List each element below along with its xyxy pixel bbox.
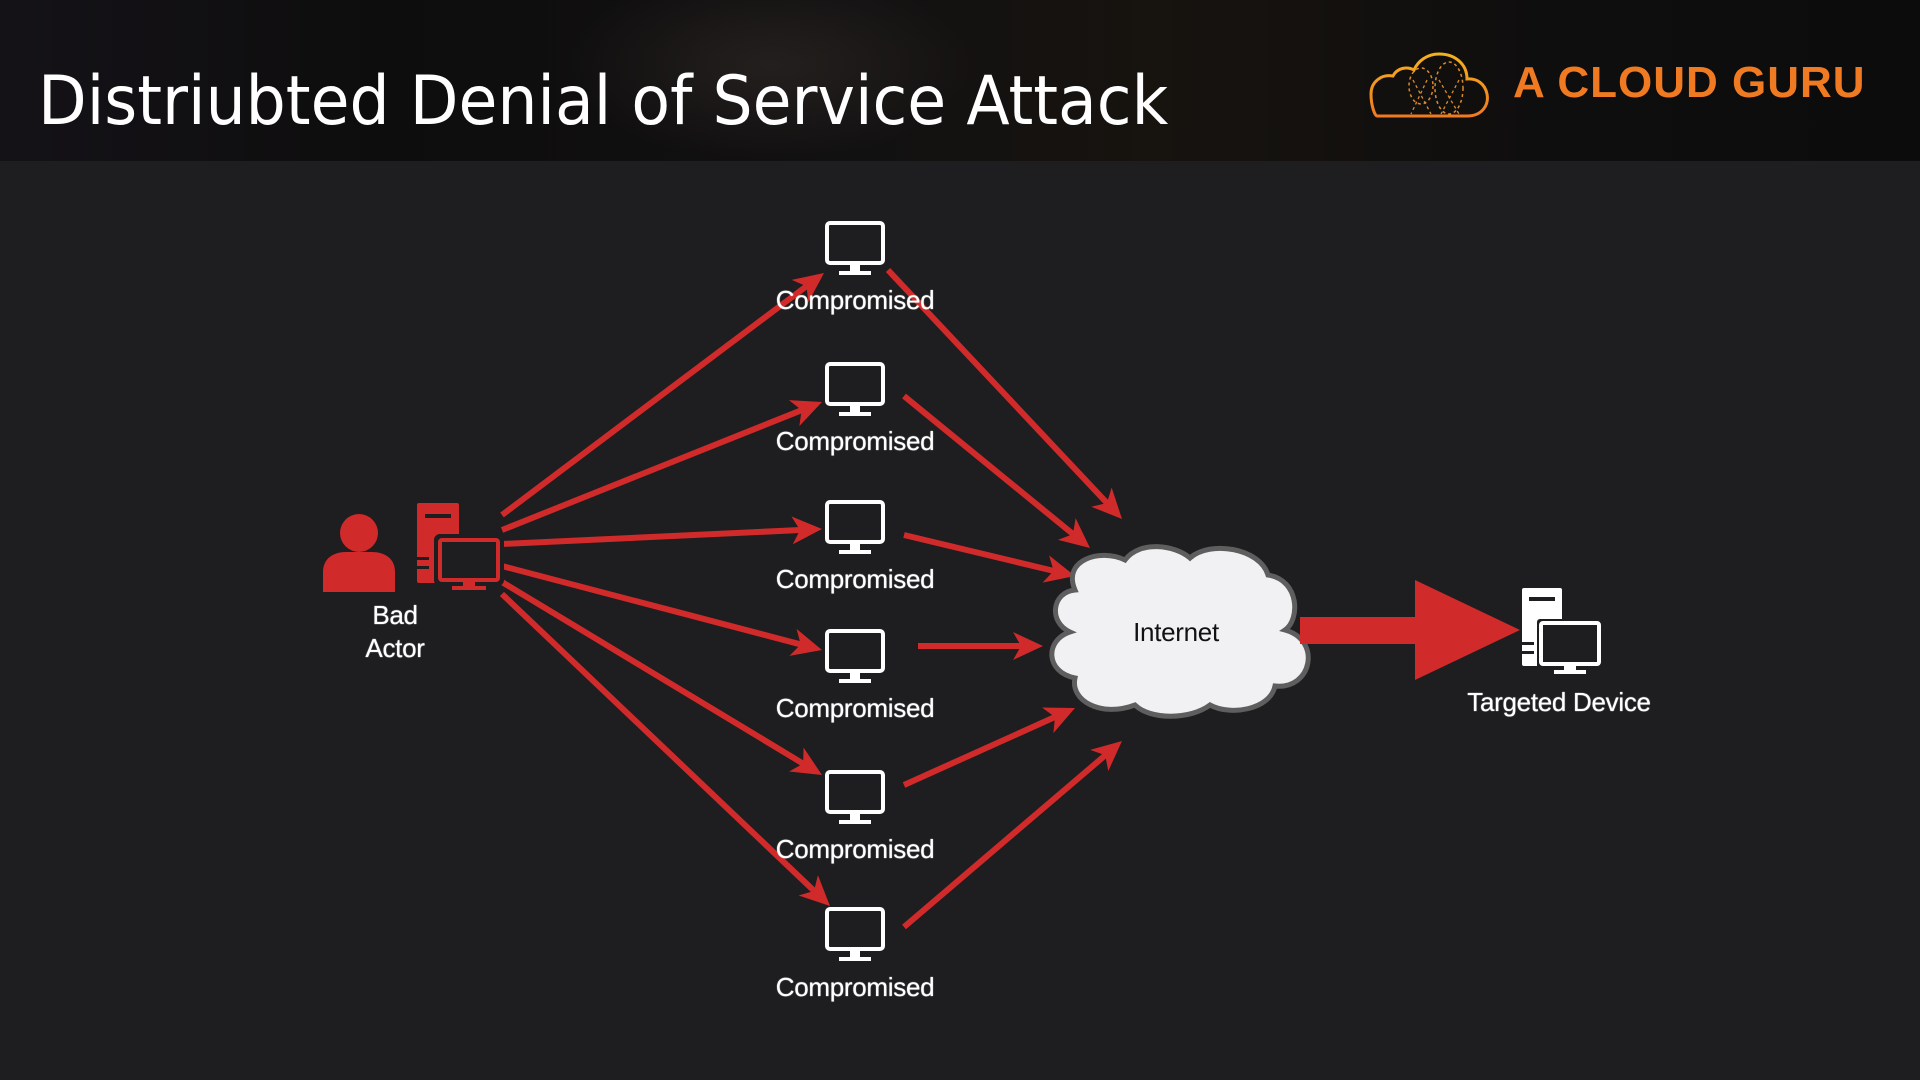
slide-title: Distriubted Denial of Service Attack	[38, 62, 1169, 141]
compromised-label: Compromised	[775, 285, 935, 315]
arrow-to-internet	[918, 632, 1043, 660]
internet-cloud-icon	[1049, 544, 1311, 719]
arrow-to-compromised	[501, 516, 822, 547]
monitor-icon	[825, 362, 885, 416]
arrow-to-compromised	[499, 591, 830, 906]
bad-actor-label-line2: Actor	[365, 633, 425, 663]
arrow-to-internet	[902, 393, 1090, 548]
brand-name: A CLOUD GURU	[1513, 58, 1866, 107]
arrow-to-internet	[902, 741, 1122, 930]
arrow-to-compromised	[501, 563, 822, 656]
arrow-to-internet	[903, 532, 1075, 583]
desktop-computer-icon	[417, 503, 504, 590]
compromised-label: Compromised	[775, 564, 935, 594]
target-computer-icon	[1522, 588, 1603, 674]
bad-actor-label-line1: Bad	[372, 600, 418, 630]
attack-arrow	[1300, 580, 1520, 680]
bad-actor-node	[323, 503, 504, 592]
edge-layer	[499, 267, 1122, 930]
monitor-icon	[825, 907, 885, 961]
monitor-icon	[825, 221, 885, 275]
compromised-label: Compromised	[775, 972, 935, 1002]
person-icon	[323, 514, 395, 592]
cloud-logo-icon	[1369, 52, 1489, 118]
monitor-icon	[825, 770, 885, 824]
monitor-icon	[825, 500, 885, 554]
compromised-layer	[825, 221, 885, 961]
bad-actor-label: Bad Actor	[365, 599, 424, 665]
internet-label: Internet	[1133, 617, 1219, 647]
targeted-device-label: Targeted Device	[1467, 687, 1651, 717]
compromised-label: Compromised	[775, 693, 935, 723]
compromised-label: Compromised	[775, 426, 935, 456]
arrow-to-internet	[902, 707, 1075, 788]
monitor-icon	[825, 629, 885, 683]
arrow-to-compromised	[500, 400, 822, 533]
arrow-to-compromised	[500, 273, 824, 518]
brand-logo: A CLOUD GURU	[1355, 40, 1865, 130]
arrow-to-internet	[885, 267, 1122, 519]
slide-header: Distriubted Denial of Service Attack A C…	[0, 0, 1920, 161]
arrow-to-compromised	[500, 579, 822, 775]
compromised-label: Compromised	[775, 834, 935, 864]
